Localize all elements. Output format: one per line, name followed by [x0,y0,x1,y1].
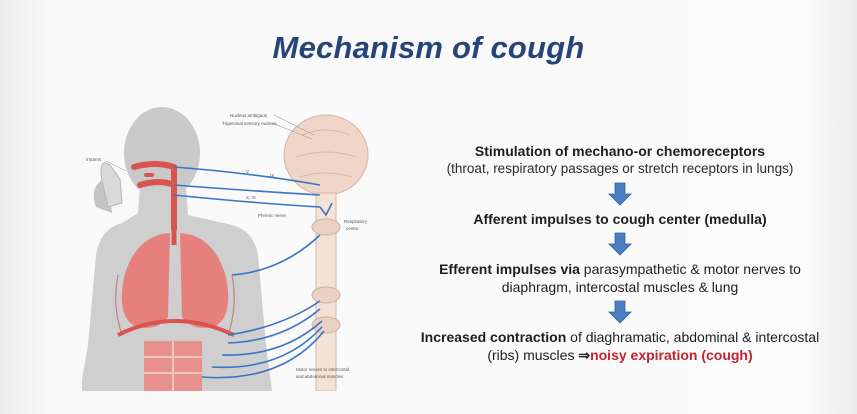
step-efferent: Efferent impulses via parasympathetic & … [408,260,832,296]
label-v: V [246,169,249,174]
slide-title: Mechanism of cough [0,30,857,66]
implies-arrow-icon: ⇒ [578,347,590,363]
down-arrow-icon [608,300,632,324]
cough-flowchart: Stimulation of mechano-or chemoreceptors… [408,142,832,364]
cough-reflex-illustration: Nucleus ambiguus Trigeminal sensory nucl… [82,95,392,391]
label-nucleus-ambiguus: Nucleus ambiguus [230,113,268,118]
step-stimulation: Stimulation of mechano-or chemoreceptors… [408,142,832,178]
label-trigeminal: Trigeminal sensory nucleus [222,121,277,126]
step-stimulation-detail: (throat, respiratory passages or stretch… [408,160,832,178]
step-stimulation-title: Stimulation of mechano-or chemoreceptors [475,143,765,159]
label-abdominal: and abdominal muscles [296,374,344,379]
step-efferent-title: Efferent impulses via [439,261,580,277]
label-phrenic: Phrenic nerve [258,213,286,218]
label-respiratory: Respiratory [344,219,368,224]
step-result: noisy expiration (cough) [590,347,753,363]
step-contraction: Increased contraction of diaghramatic, a… [408,328,832,364]
label-centre: centre [346,226,359,231]
step-afferent: Afferent impulses to cough center (medul… [408,210,832,228]
down-arrow-icon [608,232,632,256]
step-afferent-title: Afferent impulses to cough center (medul… [473,211,766,227]
label-motor-nerves: Motor nerves to intercostal [296,367,349,372]
label-irritants: Irritants [86,157,102,162]
label-x-ix: X, IX [246,195,256,200]
step-contraction-title: Increased contraction [421,329,567,345]
down-arrow-icon [608,182,632,206]
label-ix: IX [270,173,274,178]
